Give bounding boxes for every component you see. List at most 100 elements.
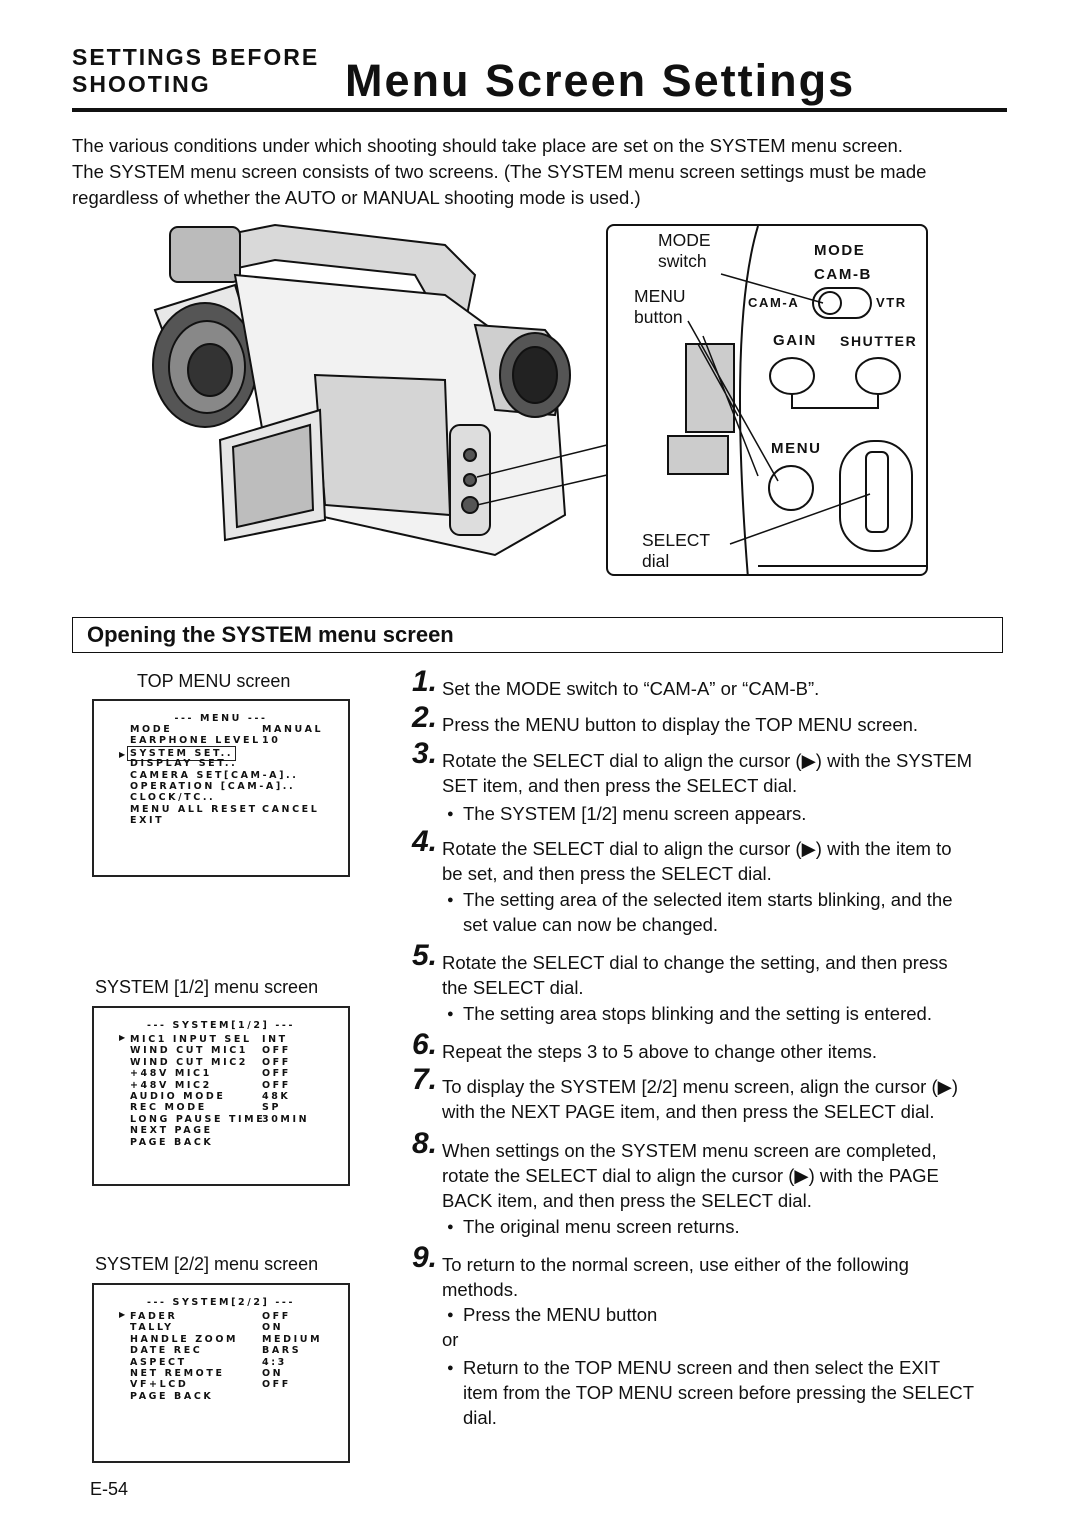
step-bullet: The setting area stops blinking and the …: [447, 1001, 1008, 1027]
menu-item-label: DISPLAY SET..: [130, 758, 238, 770]
menu-button-label-line1: MENU: [634, 286, 686, 306]
menu-row: +48V MIC1 OFF: [94, 1067, 348, 1080]
step-line: SET item, and then press the SELECT dial…: [442, 775, 798, 796]
menu-row: DISPLAY SET..: [94, 757, 348, 770]
intro-line: The SYSTEM menu screen consists of two s…: [72, 161, 927, 182]
step-bullet: The original menu screen returns.: [447, 1214, 1008, 1240]
menu-item-label: +48V MIC1: [130, 1068, 212, 1080]
intro-line: regardless of whether the AUTO or MANUAL…: [72, 187, 641, 208]
select-dial-label: SELECT dial: [642, 530, 710, 572]
menu-item-value: ON: [262, 1322, 284, 1334]
step-line: the SELECT dial.: [442, 977, 584, 998]
panel-mode-label: MODE: [814, 242, 866, 259]
page-number: E-54: [90, 1479, 129, 1499]
menu-row: EXIT: [94, 814, 348, 827]
step-number: 9.: [412, 1241, 438, 1274]
section-label-line1: SETTINGS BEFORE: [72, 44, 320, 70]
system2-heading: --- SYSTEM[2/2] ---: [146, 1297, 296, 1308]
menu-row: PAGE BACK: [94, 1136, 348, 1149]
intro-line: The various conditions under which shoot…: [72, 135, 903, 156]
menu-item-label: AUDIO MODE: [130, 1091, 226, 1102]
camcorder-illustration: [152, 223, 608, 557]
control-panel-detail: MODE switch MENU button SELECT dial MODE…: [606, 224, 928, 576]
intro-paragraph: The various conditions under which shoot…: [72, 133, 1012, 211]
step-line: rotate the SELECT dial to align the curs…: [442, 1165, 939, 1186]
step-line: Set the MODE switch to “CAM-A” or “CAM-B…: [442, 678, 820, 699]
menu-item-label: TALLY: [130, 1322, 174, 1334]
top-menu-heading: --- MENU ---: [174, 713, 268, 724]
menu-item-label: NET REMOTE: [130, 1368, 225, 1379]
menu-item-label: PAGE BACK: [130, 1136, 214, 1148]
system2-caption: SYSTEM [2/2] menu screen: [95, 1254, 319, 1274]
step-line: BACK item, and then press the SELECT dia…: [442, 1190, 812, 1211]
select-dial-label-line1: SELECT: [642, 530, 711, 550]
step-number: 1.: [412, 665, 438, 698]
step-number: 7.: [412, 1063, 438, 1096]
menu-item-value: OFF: [262, 1068, 291, 1080]
top-menu-caption: TOP MENU screen: [137, 671, 291, 691]
menu-row: NEXT PAGE: [94, 1124, 348, 1137]
menu-item-value: 30MIN: [262, 1113, 310, 1125]
menu-row: CAMERA SET[CAM-A]..: [94, 769, 348, 782]
panel-shutter-label: SHUTTER: [840, 333, 918, 349]
step-line: Rotate the SELECT dial to align the curs…: [442, 838, 952, 859]
menu-item-label: WIND CUT MIC1: [130, 1045, 249, 1057]
menu-item-value: 48K: [262, 1091, 291, 1102]
cursor-arrow: ▶: [119, 1033, 126, 1042]
menu-item-label: LONG PAUSE TIME: [130, 1113, 266, 1125]
menu-row: MODE MANUAL: [94, 723, 348, 736]
menu-item-label: PAGE BACK: [130, 1390, 214, 1402]
menu-item-label: WIND CUT MIC2: [130, 1056, 249, 1068]
panel-cam-a-label: CAM-A: [748, 295, 800, 310]
step9-option2-line: item from the TOP MENU screen before pre…: [463, 1382, 975, 1403]
menu-item-value: 10: [262, 735, 281, 747]
select-dial-label-line2: dial: [642, 551, 670, 571]
subsection-heading: Opening the SYSTEM menu screen: [72, 617, 1003, 653]
cursor-arrow: ▶: [119, 1310, 126, 1319]
cursor-arrow: ▶: [119, 750, 126, 759]
menu-item-label: VF+LCD: [130, 1379, 189, 1391]
menu-item-label: FADER: [130, 1311, 178, 1322]
step-line: Rotate the SELECT dial to change the set…: [442, 952, 948, 973]
menu-item-value: MEDIUM: [262, 1333, 323, 1345]
menu-item-value: MANUAL: [262, 724, 324, 735]
panel-vtr-label: VTR: [876, 295, 907, 310]
menu-item-value: OFF: [262, 1056, 291, 1068]
step-bullet: The setting area of the selected item st…: [447, 887, 1008, 937]
step-bullet-line: The setting area of the selected item st…: [463, 889, 953, 910]
step-number: 6.: [412, 1028, 438, 1061]
menu-row: WIND CUT MIC2 OFF: [94, 1056, 348, 1069]
mode-switch-label: MODE switch: [658, 230, 711, 272]
title-rule: [72, 108, 1007, 112]
menu-item-value: ON: [262, 1368, 284, 1379]
step9-option2-line: Return to the TOP MENU screen and then s…: [463, 1357, 941, 1378]
step-line: When settings on the SYSTEM menu screen …: [442, 1140, 937, 1161]
step9-option1: Press the MENU button: [447, 1302, 1008, 1328]
section-label-line2: SHOOTING: [72, 71, 211, 97]
step-line: Repeat the steps 3 to 5 above to change …: [442, 1041, 878, 1062]
control-panel-drawing: [667, 226, 926, 574]
menu-button-label: MENU button: [634, 286, 686, 328]
step-line: methods.: [442, 1279, 519, 1300]
menu-item-value: OFF: [262, 1311, 291, 1322]
menu-item-label: MODE: [130, 724, 173, 735]
step-bullet-line: set value can now be changed.: [463, 914, 719, 935]
step-number: 4.: [412, 825, 438, 858]
menu-item-label: MENU ALL RESET: [130, 803, 258, 815]
menu-item-label: ASPECT: [130, 1356, 187, 1368]
step-number: 5.: [412, 939, 438, 972]
menu-item-value: BARS: [262, 1345, 302, 1357]
step-line: with the NEXT PAGE item, and then press …: [442, 1101, 935, 1122]
menu-item-value: SP: [262, 1102, 282, 1114]
